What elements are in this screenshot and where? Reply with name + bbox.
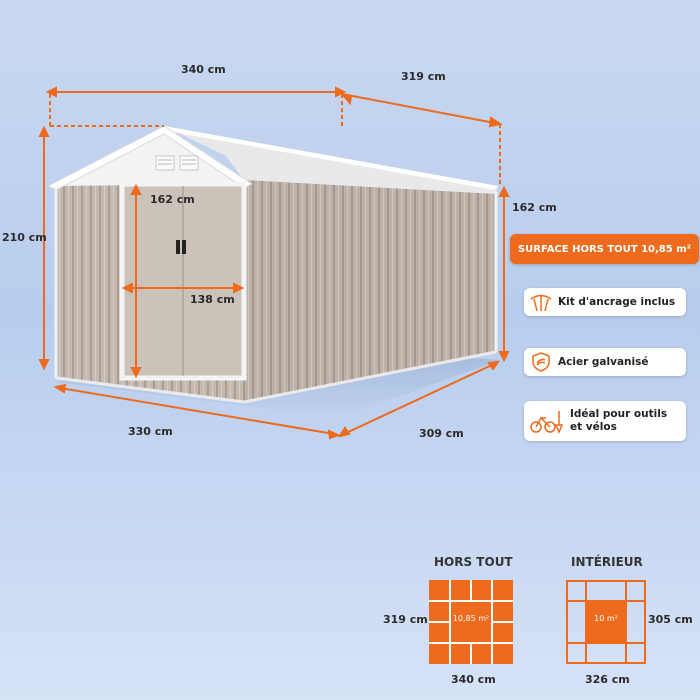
galvanized-steel-shield-icon <box>524 348 558 376</box>
dim-width-top: 340 cm <box>181 63 226 76</box>
surface-badge-label: SURFACE HORS TOUT 10,85 m² <box>517 243 691 255</box>
plan-outside-grid <box>429 580 513 664</box>
plan-outside-bottom: 340 cm <box>451 673 496 686</box>
shed-side-wall <box>244 180 496 402</box>
plan-inside-bottom: 326 cm <box>585 673 630 686</box>
feature-label: Kit d'ancrage inclus <box>558 296 676 308</box>
dimension-lines <box>38 86 510 440</box>
feature-label: Idéal pour outils et vélos <box>570 408 668 433</box>
plan-outside-title: HORS TOUT <box>434 555 513 569</box>
surface-badge: SURFACE HORS TOUT 10,85 m² <box>510 234 699 264</box>
shed-gable <box>48 126 252 186</box>
plan-outside-area: 10,85 m² <box>452 614 490 623</box>
bike-tools-icon <box>524 401 570 441</box>
feature-anchor-kit: Kit d'ancrage inclus <box>524 288 686 316</box>
dim-door-width: 138 cm <box>190 293 235 306</box>
anchor-kit-icon <box>524 288 558 316</box>
plan-outside-side: 319 cm <box>383 613 428 626</box>
dim-width-bottom: 330 cm <box>128 425 173 438</box>
dim-depth-top: 319 cm <box>401 70 446 83</box>
dim-door-height: 162 cm <box>150 193 195 206</box>
plan-inside-title: INTÉRIEUR <box>571 555 643 569</box>
feature-galvanized-steel: Acier galvanisé <box>524 348 686 376</box>
feature-label: Acier galvanisé <box>558 356 649 368</box>
shed-illustration <box>38 86 510 440</box>
dim-height-side: 162 cm <box>512 201 557 214</box>
plan-inside-side: 305 cm <box>648 613 693 626</box>
plan-inside-area: 10 m² <box>594 614 618 623</box>
dim-depth-bottom: 309 cm <box>419 427 464 440</box>
dim-height-total: 210 cm <box>2 231 47 244</box>
plan-inside-grid <box>566 580 646 664</box>
feature-tools-bikes: Idéal pour outils et vélos <box>524 401 686 441</box>
